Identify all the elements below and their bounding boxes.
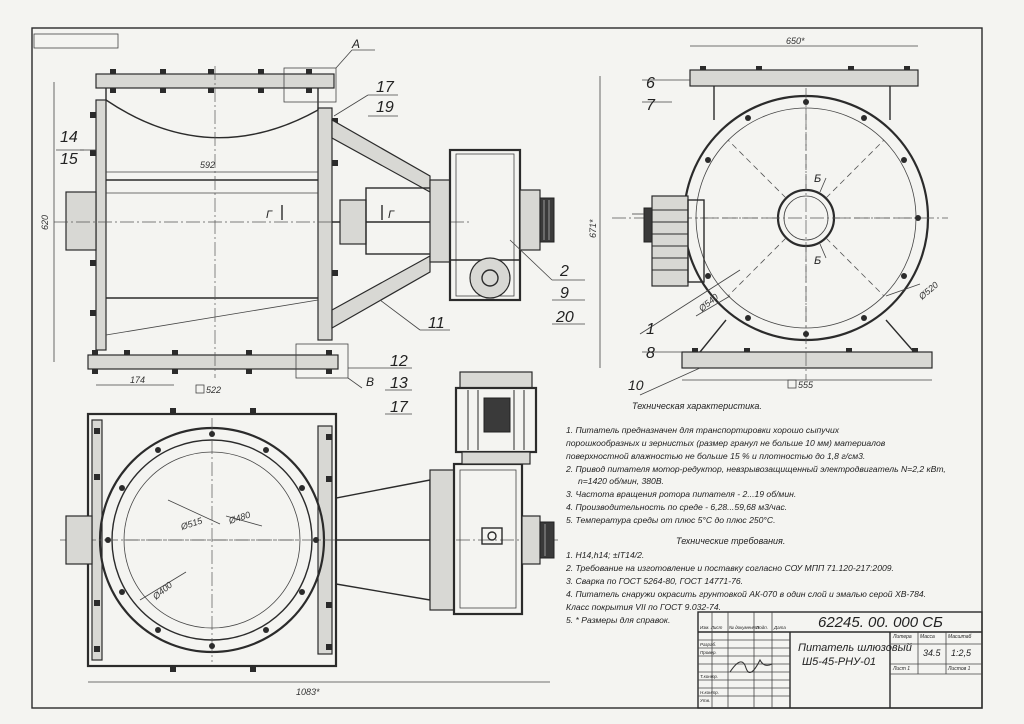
product-code: Ш5-45-РНУ-01 [802, 656, 877, 668]
label-2: 2 [559, 263, 569, 280]
dim-400: Ø400 [150, 580, 174, 602]
tb-row-0: Изм. Лист [700, 625, 723, 630]
mass-value: 34.5 [923, 648, 941, 658]
tech-req-line-2: 2. Требование на изготовление и поставку… [566, 563, 894, 573]
tech-char-line-3: поверхностной влажностью не больше 15 % … [566, 451, 866, 461]
label-10: 10 [628, 377, 644, 393]
tech-char-line-4: 2. Привод питателя мотор-редуктор, невзр… [566, 464, 946, 474]
label-9: 9 [560, 285, 569, 302]
scale-value: 1:2,5 [951, 648, 972, 658]
label-1: 1 [646, 321, 655, 338]
dim-520: Ø520 [916, 280, 940, 302]
dim-515: Ø515 [179, 515, 205, 532]
dim-174: 174 [130, 375, 145, 385]
label-17a: 17 [376, 79, 395, 96]
label-17b: 17 [390, 399, 409, 416]
label-a: А [351, 37, 360, 51]
dim-592: 592 [200, 160, 215, 170]
dim-480: Ø480 [227, 510, 252, 527]
label-6: 6 [646, 75, 655, 92]
drawing-frame [31, 27, 983, 709]
dimension-texts: 592 620 174 522 650* 671* 555 Ø540 Ø520 … [40, 36, 940, 697]
tech-characteristics-title: Техническая характеристика. [632, 401, 762, 411]
tb-row-2: Подп. [756, 625, 768, 630]
tb-row-3: Дата [774, 625, 786, 630]
label-20: 20 [555, 309, 574, 326]
dim-671: 671* [588, 219, 598, 238]
tb-row-4: Разраб. [700, 642, 717, 647]
label-14: 14 [60, 129, 78, 146]
product-name: Питатель шлюзовый [798, 642, 912, 654]
label-15: 15 [60, 151, 78, 168]
col-scale: Масштаб [948, 634, 972, 640]
front-view [53, 49, 585, 415]
tb-row-5: Провер. [700, 650, 717, 655]
col-litera: Литера [893, 634, 912, 640]
tech-req-line-5: Класс покрытия VII по ГОСТ 9.032-74. [566, 602, 721, 612]
tech-char-line-7: 4. Производительность по среде - 6,28...… [566, 502, 788, 512]
label-b-top: Б [814, 173, 821, 185]
title-block-lines [697, 611, 983, 709]
callout-labels: А 17 19 14 15 Г Г 2 9 20 11 12 В 13 17 6… [60, 37, 821, 416]
tech-req-line-1: 1. H14,h14; ±IT14/2. [566, 550, 645, 560]
tech-req-line-6: 5. * Размеры для справок. [566, 615, 671, 625]
label-g-left: Г [266, 209, 273, 221]
dim-1083: 1083* [296, 687, 320, 697]
tech-req-line-4: 4. Питатель снаружи окрасить грунтовкой … [566, 589, 927, 599]
tech-char-line-1: 1. Питатель предназначен для транспортир… [566, 425, 840, 435]
tech-req-line-3: 3. Сварка по ГОСТ 5264-80, ГОСТ 14771-76… [566, 576, 744, 586]
label-13: 13 [390, 375, 408, 392]
tb-row-1: № документа [729, 625, 759, 630]
side-view [599, 45, 948, 396]
plan-view [60, 371, 560, 683]
tech-char-line-6: 3. Частота вращения ротора питателя - 2.… [566, 489, 797, 499]
label-12: 12 [390, 353, 408, 370]
tb-row-8: Утв. [700, 698, 711, 703]
label-v: В [366, 375, 374, 389]
dim-522: 522 [206, 385, 221, 395]
label-11: 11 [428, 315, 445, 332]
dim-555: 555 [798, 380, 814, 390]
label-g-right: Г [388, 209, 395, 221]
dim-620: 620 [40, 215, 50, 230]
dim-540: Ø540 [696, 292, 720, 314]
tb-row-7: Н.контр. [700, 690, 720, 695]
tech-char-line-2: порошкообразных и зернистых (размер гран… [566, 438, 886, 448]
tech-char-line-5: n=1420 об/мин, 380В. [578, 476, 664, 486]
tech-requirements-title: Технические требования. [676, 536, 786, 546]
label-19: 19 [376, 99, 394, 116]
doc-number: 62245. 00. 000 СБ [818, 614, 943, 631]
label-8: 8 [646, 345, 655, 362]
tech-char-line-8: 5. Температура среды от плюс 5°С до плюс… [566, 515, 776, 525]
tb-row-6: Т.контр. [700, 674, 719, 679]
col-mass: Масса [920, 634, 935, 640]
sheets-count: Листов 1 [948, 666, 971, 672]
dim-650: 650* [786, 36, 805, 46]
label-7: 7 [646, 97, 656, 114]
sheet-number: Лист 1 [893, 666, 911, 672]
label-b-bottom: Б [814, 255, 821, 267]
stamp-box [33, 33, 119, 49]
